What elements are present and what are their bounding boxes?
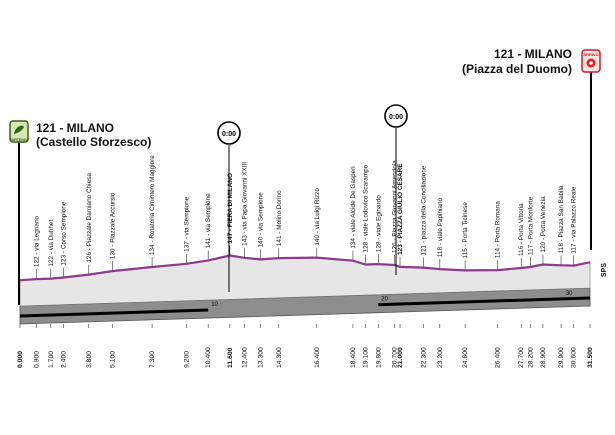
waypoint-label: 123 - PIAZZA GIULIO CESARE [397,163,404,255]
waypoint-label: 118 - Piazza San Babila [558,185,565,253]
timing-point-2-label: 0:00 [389,114,403,121]
finish-location: (Piazza del Duomo) [462,62,572,76]
km-label: 0.000 [17,351,24,368]
km-label: 29.900 [558,347,565,368]
km-label: 16.400 [314,347,321,368]
waypoint-label: 114 - Porta Romana [495,201,502,259]
km-label: 2.400 [60,351,67,368]
distance-tick-label: 30 [566,291,573,297]
km-label: 3.800 [86,351,93,368]
waypoint-label: 122 - via Legnano [33,215,40,267]
km-label: 5.100 [109,351,116,368]
km-label: 28.900 [540,347,547,368]
waypoint-label: 117 - Porta Monforte [527,196,534,255]
waypoint-label: 120 - Porta Venezia [540,196,547,253]
waypoint-label: 118 - viale Papiniano [437,197,444,257]
km-label: 10.400 [205,347,212,368]
distance-tick-label: 20 [381,297,388,303]
waypoint-label: 137 - via Sempione [183,196,190,252]
waypoint-label: 128 - viale Eginardo [375,195,382,252]
distance-bar-1 [19,308,209,318]
waypoint-label: 115 - Porta Ticinese [462,202,469,259]
km-label: 11.600 [227,347,234,368]
km-label: 23.200 [437,347,444,368]
start-town: 121 - MILANO [36,121,114,135]
km-label: 22.300 [421,347,428,368]
profile-line [19,254,591,282]
km-label: 1.700 [48,351,55,368]
timing-point-1: 0:00 [217,121,241,292]
waypoint-label: 130 - Piazzale Accursio [109,192,116,259]
waypoint-label: 126 - Piazzale Damiano Chiesa [86,173,93,263]
waypoint-label: 134 - viale Alcide De Gasperi [350,166,357,248]
stopwatch-icon [384,104,408,128]
start-badge-label: PARTENZA [10,138,29,142]
waypoint-label: 122 - via Duhhet [48,220,55,267]
km-label: 20.700 [392,347,399,368]
km-label: 19.800 [375,347,382,368]
km-label: 26.400 [495,347,502,368]
waypoint-label: 141 - Molino Dorino [276,190,283,246]
timing-point-1-label: 0:00 [222,131,236,138]
waypoint-label: 140 - via Luigi Rizzo [314,188,321,246]
waypoint-label: 121 - piazza della Conciliazione [421,165,428,255]
waypoint-label: 126 - Piazza Giovanni Amendola [392,160,399,253]
km-label: 0.900 [33,351,40,368]
waypoint-label: 147 - FIERA DI MILANO [227,173,234,243]
profile-chart: 10 20 30 0.000 122 - via Legnano 0.900 122 - v… [17,155,594,368]
km-label: 24.600 [462,347,469,368]
km-label: 13.300 [258,347,265,368]
distance-tick-label: 10 [211,302,218,308]
km-label: 21.000 [397,347,404,368]
finish-marker: ARRIVO 121 - MILANO (Piazza del Duomo) [462,47,601,250]
leaf-icon [14,125,24,134]
km-label: 19.100 [363,347,370,368]
km-label: 28.200 [527,347,534,368]
waypoint-label: 117 - via Palazzo Reale [571,186,578,253]
waypoint-label: 141 - via Sempione [205,193,212,249]
km-label: 18.400 [350,347,357,368]
finish-target-center [589,61,593,65]
stopwatch-icon [217,121,241,145]
km-label: 7.300 [149,351,156,368]
km-label: 9.200 [183,351,190,368]
waypoint-label: 116 - Porta Vittoria [518,203,525,256]
km-label: 30.600 [571,347,578,368]
km-label: 12.400 [241,347,248,368]
waypoint-label: 128 - viale Lodovico Scarampo [363,164,370,252]
waypoint-label: 143 - via Papa Giovanni XXIII [241,162,248,246]
distance-bar-2 [378,296,591,307]
timing-point-2: 0:00 [384,104,408,275]
finish-distance-mark: SPS [601,263,608,277]
km-label: 31.500 [587,347,594,368]
waypoint-label: 123 - Corso Sempione [60,201,67,265]
start-marker: PARTENZA 121 - MILANO (Castello Sforzesc… [9,120,151,305]
finish-town: 121 - MILANO [494,47,572,61]
km-label: 27.700 [518,347,525,368]
waypoint-label: 134 - Rotatoria Cimintero Maggiore [149,155,156,255]
km-label: 14.300 [276,347,283,368]
start-location: (Castello Sforzesco) [36,135,151,149]
finish-badge-label: ARRIVO [583,52,599,57]
waypoint-label: 140 - via Sempione [258,192,265,248]
